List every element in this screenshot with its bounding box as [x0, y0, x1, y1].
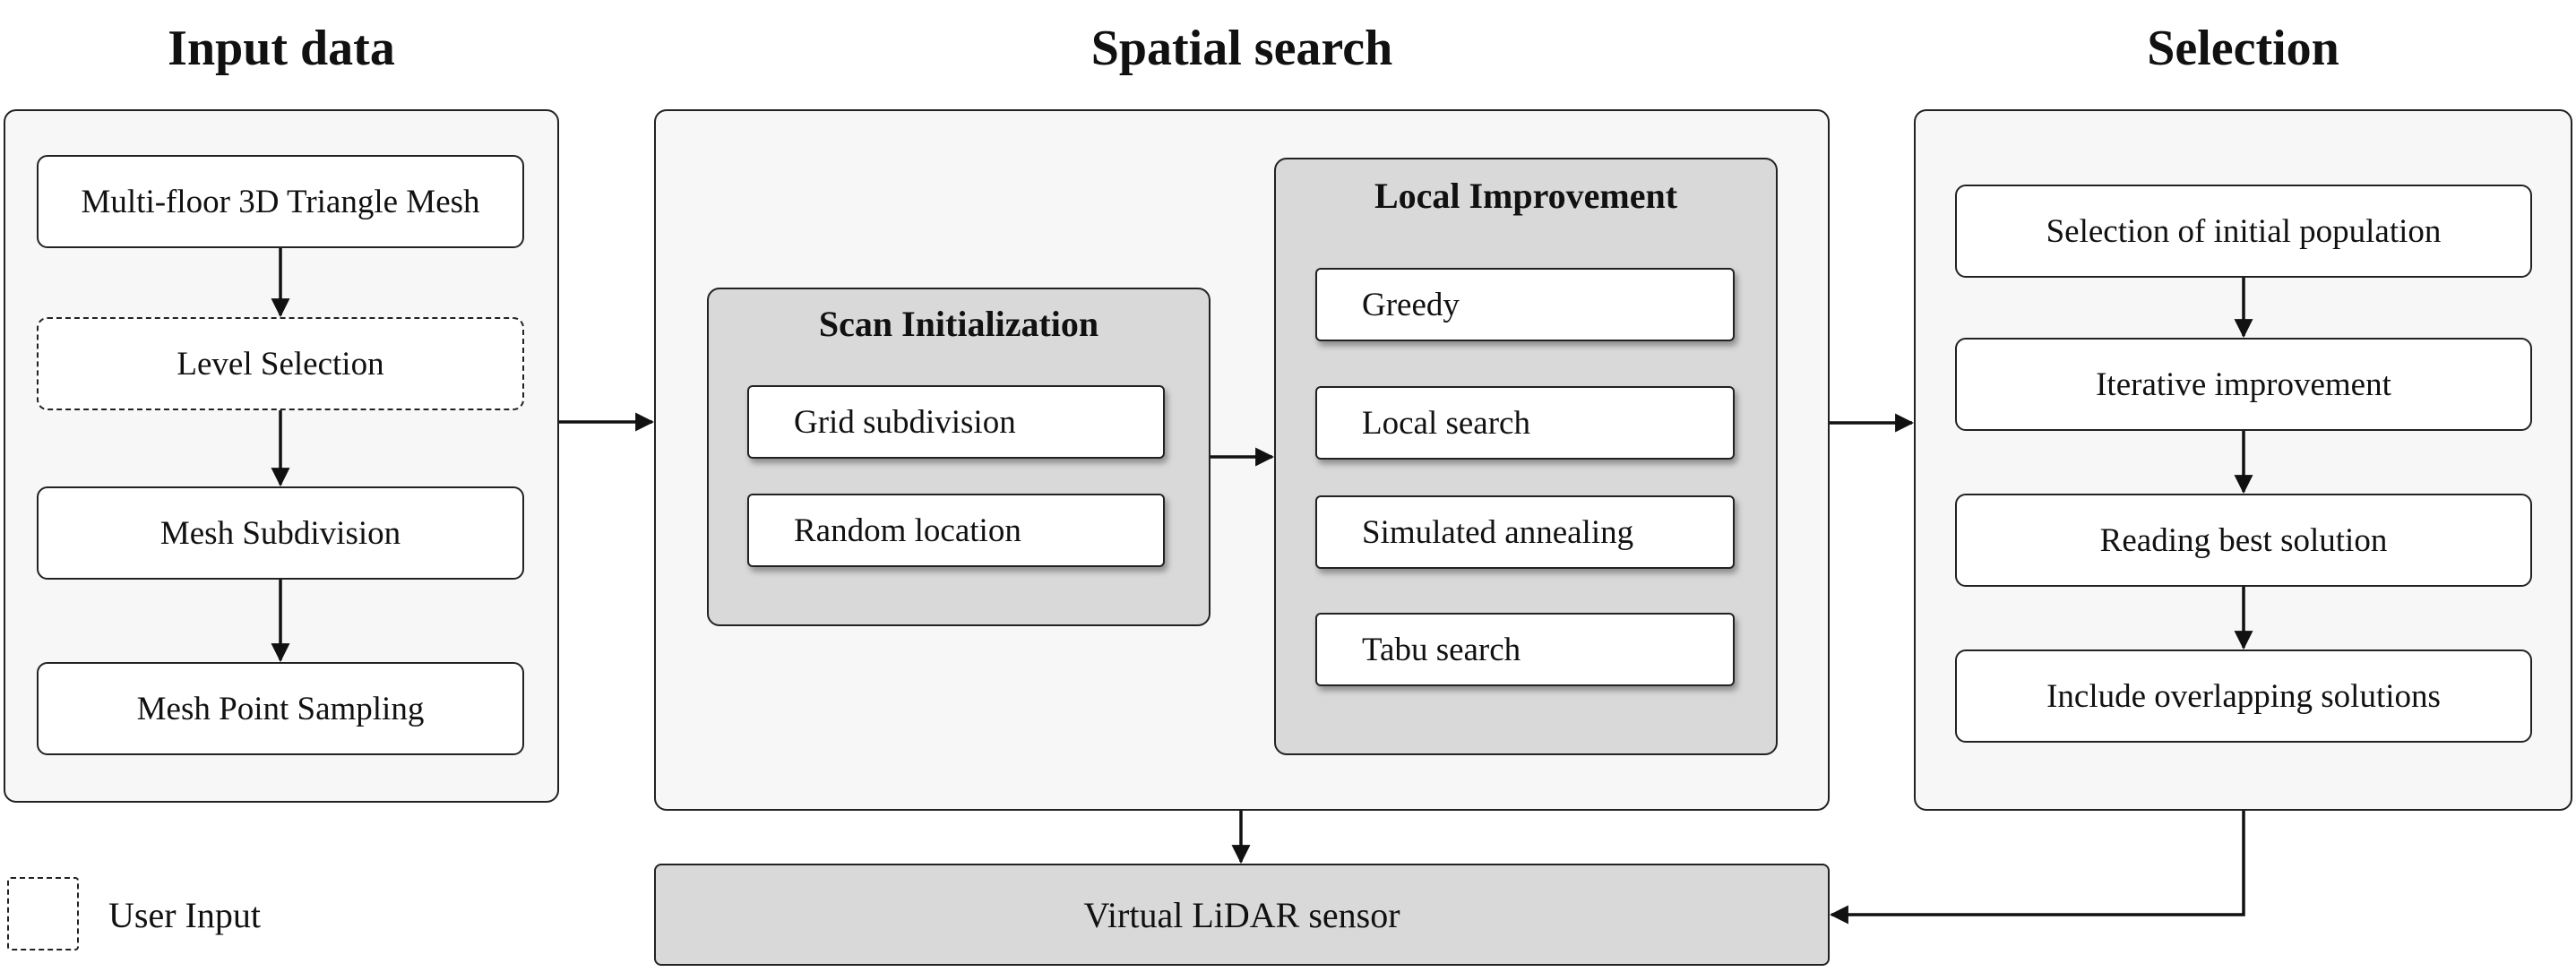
step-mesh-subdivision: Mesh Subdivision	[37, 486, 524, 580]
selection-step-overlapping-solutions: Include overlapping solutions	[1955, 649, 2532, 743]
local-improvement-item-simulated-annealing: Simulated annealing	[1315, 495, 1735, 569]
local-improvement-item-tabu-search: Tabu search	[1315, 613, 1735, 686]
step-mesh-point-sampling: Mesh Point Sampling	[37, 662, 524, 755]
scan-initialization-title: Scan Initialization	[818, 304, 1099, 344]
scan-init-item-grid: Grid subdivision	[747, 385, 1165, 459]
input-data-title: Input data	[168, 21, 395, 76]
local-improvement-title: Local Improvement	[1374, 176, 1678, 216]
local-improvement-item-greedy: Greedy	[1315, 268, 1735, 341]
scan-init-item-random: Random location	[747, 494, 1165, 567]
arrow-selection-to-sensor	[1829, 811, 2245, 925]
selection-step-iterative-improvement: Iterative improvement	[1955, 338, 2532, 431]
spatial-search-title: Spatial search	[1090, 21, 1393, 76]
local-improvement-item-local-search: Local search	[1315, 386, 1735, 460]
selection-step-initial-population: Selection of initial population	[1955, 185, 2532, 278]
selection-title: Selection	[2147, 21, 2339, 76]
step-triangle-mesh: Multi-floor 3D Triangle Mesh	[37, 155, 524, 248]
step-level-selection: Level Selection	[37, 317, 524, 410]
legend-dashed-box-icon	[7, 877, 79, 950]
virtual-lidar-sensor: Virtual LiDAR sensor	[654, 864, 1830, 966]
legend-user-input-label: User Input	[108, 895, 261, 935]
selection-step-reading-best-solution: Reading best solution	[1955, 494, 2532, 587]
